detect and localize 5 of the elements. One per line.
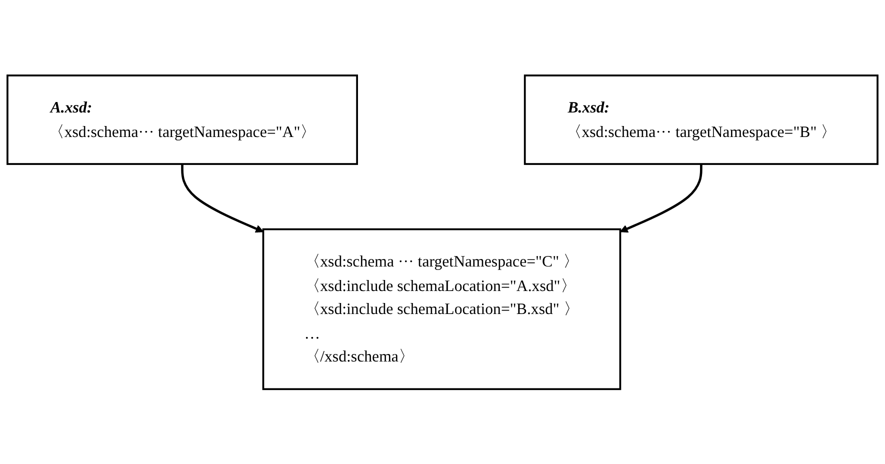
arrow	[181, 164, 264, 232]
node-box: 〈xsd:schema ··· targetNamespace="C" 〉 〈xsd:include schemaLocation="A.xsd"〉 〈xsd:include schemaLocation="B.xsd" 〉 … 〈/xsd:schema〉	[262, 228, 622, 390]
node-box: B.xsd: 〈xsd:schema··· targetNamespace="B" 〉	[524, 74, 878, 165]
arrow	[620, 164, 702, 232]
node-box: A.xsd: 〈xsd:schema··· targetNamespace="A"〉	[6, 74, 358, 165]
